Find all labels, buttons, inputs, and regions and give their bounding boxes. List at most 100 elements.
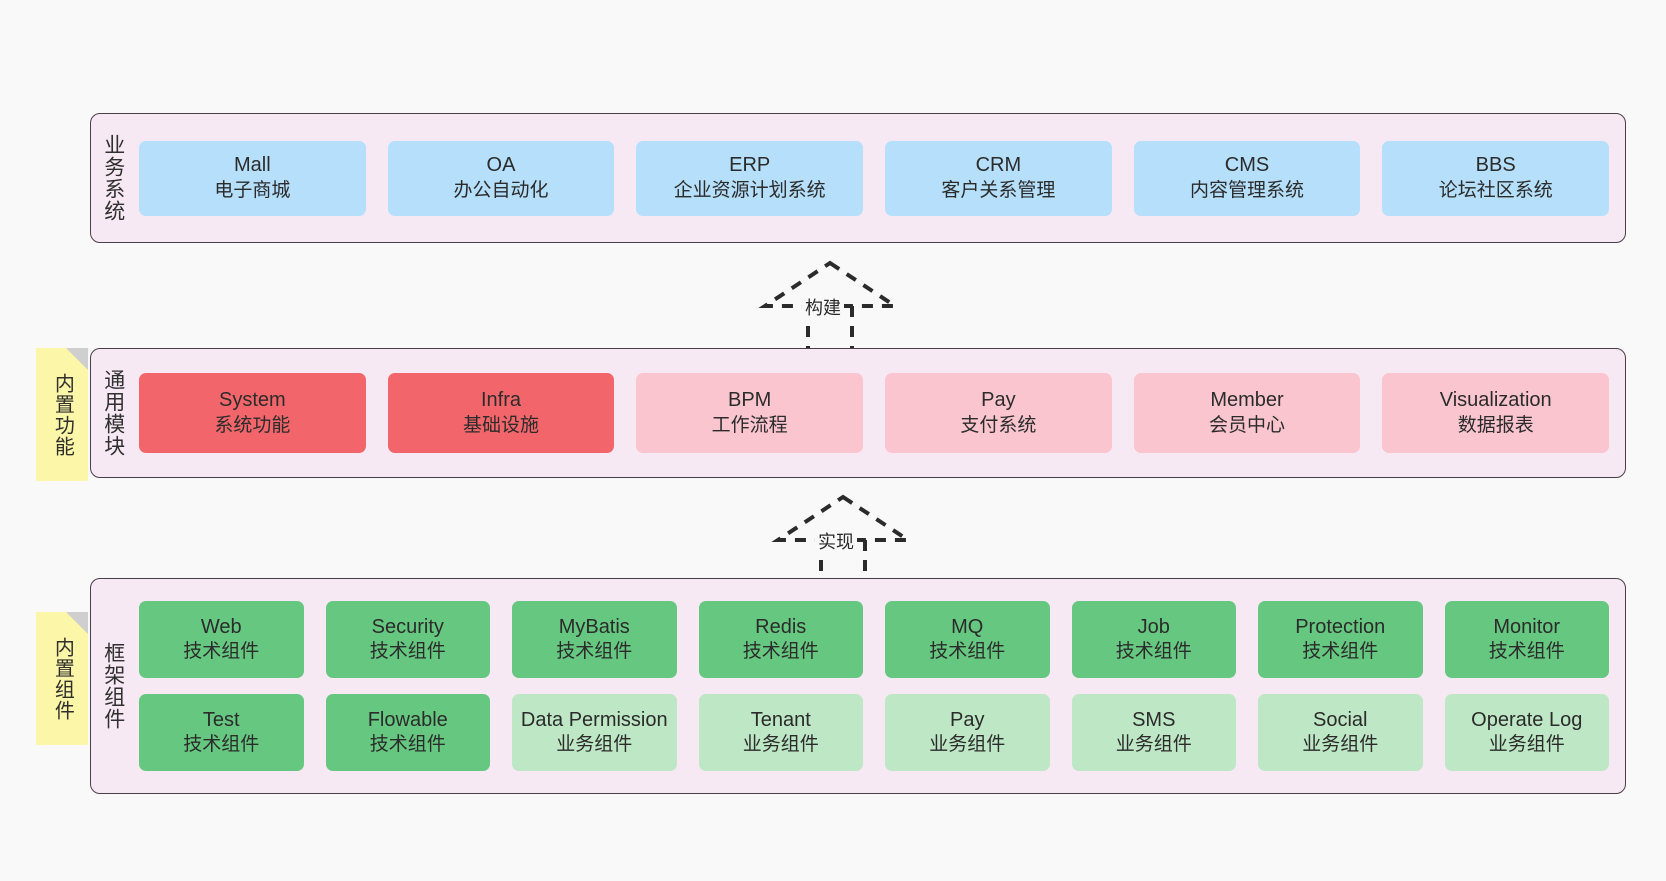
node-subtitle: 技术组件 (183, 734, 260, 756)
node-infra[interactable]: Infra 基础设施 (387, 373, 615, 453)
node-pay[interactable]: Pay 支付系统 (885, 373, 1112, 453)
layer-title-framework-components: 框架组件 (101, 642, 125, 730)
layer-common-modules: 通用模块 System 系统功能 Infra 基础设施 BPM 工作流程 Pay… (90, 348, 1626, 478)
node-title: Infra (480, 389, 522, 412)
node-row: Mall 电子商城 OA 办公自动化 ERP 企业资源计划系统 CRM 客户关系… (139, 140, 1610, 216)
node-job[interactable]: Job 技术组件 (1071, 601, 1236, 678)
layer-body-common-modules: System 系统功能 Infra 基础设施 BPM 工作流程 Pay 支付系统… (135, 349, 1625, 477)
note-builtin-components: 内置组件 (36, 612, 88, 745)
node-pay-component[interactable]: Pay 业务组件 (885, 694, 1050, 771)
node-bpm[interactable]: BPM 工作流程 (636, 373, 864, 453)
connector-build-label: 构建 (802, 294, 844, 320)
node-title: Flowable (367, 708, 448, 731)
note-builtin-features: 内置功能 (36, 348, 88, 481)
node-sms[interactable]: SMS 业务组件 (1071, 694, 1236, 771)
node-title: Monitor (1493, 615, 1561, 638)
node-subtitle: 技术组件 (1115, 641, 1192, 663)
connector-implement-label: 实现 (815, 528, 857, 554)
node-title: Social (1313, 708, 1368, 731)
node-subtitle: 技术组件 (1302, 641, 1379, 663)
node-web[interactable]: Web 技术组件 (139, 601, 304, 678)
node-tenant[interactable]: Tenant 业务组件 (698, 694, 863, 771)
node-title: SMS (1132, 708, 1176, 731)
node-title: Test (202, 708, 240, 731)
node-row: System 系统功能 Infra 基础设施 BPM 工作流程 Pay 支付系统… (139, 373, 1610, 453)
connector-build: 构建 (758, 258, 902, 350)
node-title: BPM (728, 389, 772, 412)
node-subtitle: 技术组件 (369, 734, 446, 756)
node-operate-log[interactable]: Operate Log 业务组件 (1444, 694, 1609, 771)
layer-body-framework-components: Web 技术组件 Security 技术组件 MyBatis 技术组件 Redi… (135, 579, 1625, 793)
node-title: Visualization (1439, 389, 1552, 412)
node-subtitle: 技术组件 (183, 641, 260, 663)
layer-body-business-systems: Mall 电子商城 OA 办公自动化 ERP 企业资源计划系统 CRM 客户关系… (135, 114, 1625, 242)
node-subtitle: 技术组件 (556, 641, 633, 663)
node-title: Member (1210, 389, 1284, 412)
node-subtitle: 办公自动化 (453, 179, 549, 201)
node-subtitle: 企业资源计划系统 (673, 179, 826, 201)
node-subtitle: 技术组件 (742, 641, 819, 663)
node-cms[interactable]: CMS 内容管理系统 (1133, 140, 1361, 216)
node-flowable[interactable]: Flowable 技术组件 (325, 694, 490, 771)
node-subtitle: 技术组件 (929, 641, 1006, 663)
node-system[interactable]: System 系统功能 (139, 373, 366, 453)
note-fold-icon (66, 612, 88, 634)
node-title: Operate Log (1471, 708, 1583, 731)
node-subtitle: 业务组件 (1488, 734, 1565, 756)
node-title: MQ (951, 615, 984, 638)
node-test[interactable]: Test 技术组件 (139, 694, 304, 771)
node-subtitle: 业务组件 (1302, 734, 1379, 756)
node-title: Redis (755, 615, 807, 638)
node-subtitle: 支付系统 (960, 414, 1037, 436)
node-oa[interactable]: OA 办公自动化 (387, 140, 615, 216)
node-mq[interactable]: MQ 技术组件 (885, 601, 1050, 678)
node-subtitle: 数据报表 (1457, 414, 1534, 436)
node-security[interactable]: Security 技术组件 (325, 601, 490, 678)
node-erp[interactable]: ERP 企业资源计划系统 (636, 140, 864, 216)
node-title: BBS (1475, 154, 1516, 177)
node-redis[interactable]: Redis 技术组件 (698, 601, 863, 678)
note-fold-icon (66, 348, 88, 370)
layer-title-business-systems: 业务系统 (101, 134, 125, 222)
node-monitor[interactable]: Monitor 技术组件 (1444, 601, 1609, 678)
node-title: Web (200, 615, 242, 638)
node-mybatis[interactable]: MyBatis 技术组件 (512, 601, 677, 678)
node-visualization[interactable]: Visualization 数据报表 (1382, 373, 1610, 453)
node-subtitle: 系统功能 (214, 414, 291, 436)
node-subtitle: 客户关系管理 (941, 179, 1056, 201)
node-subtitle: 业务组件 (556, 734, 633, 756)
node-title: Tenant (750, 708, 811, 731)
node-subtitle: 论坛社区系统 (1438, 179, 1553, 201)
node-title: MyBatis (558, 615, 630, 638)
node-bbs[interactable]: BBS 论坛社区系统 (1382, 140, 1610, 216)
node-member[interactable]: Member 会员中心 (1133, 373, 1361, 453)
node-social[interactable]: Social 业务组件 (1258, 694, 1423, 771)
node-crm[interactable]: CRM 客户关系管理 (885, 140, 1112, 216)
node-mall[interactable]: Mall 电子商城 (139, 140, 366, 216)
node-title: CRM (975, 154, 1022, 177)
node-subtitle: 会员中心 (1209, 414, 1286, 436)
node-data-permission[interactable]: Data Permission 业务组件 (512, 694, 677, 771)
node-subtitle: 工作流程 (711, 414, 788, 436)
node-title: ERP (729, 154, 771, 177)
node-subtitle: 技术组件 (1488, 641, 1565, 663)
layer-framework-components: 框架组件 Web 技术组件 Security 技术组件 MyBatis 技术组件… (90, 578, 1626, 794)
node-title: Mall (234, 154, 271, 177)
node-subtitle: 业务组件 (742, 734, 819, 756)
node-subtitle: 业务组件 (1115, 734, 1192, 756)
node-row: Test 技术组件 Flowable 技术组件 Data Permission … (139, 694, 1609, 771)
node-row: Web 技术组件 Security 技术组件 MyBatis 技术组件 Redi… (139, 601, 1609, 678)
node-subtitle: 基础设施 (463, 414, 540, 436)
layer-business-systems: 业务系统 Mall 电子商城 OA 办公自动化 ERP 企业资源计划系统 CRM… (90, 113, 1626, 243)
connector-implement: 实现 (771, 492, 915, 582)
node-title: Pay (981, 389, 1016, 412)
node-title: Pay (950, 708, 985, 731)
node-title: System (218, 389, 286, 412)
node-protection[interactable]: Protection 技术组件 (1258, 601, 1423, 678)
node-title: OA (486, 154, 516, 177)
node-title: Job (1137, 615, 1170, 638)
node-title: Data Permission (520, 708, 668, 731)
node-subtitle: 电子商城 (214, 179, 291, 201)
node-subtitle: 技术组件 (369, 641, 446, 663)
